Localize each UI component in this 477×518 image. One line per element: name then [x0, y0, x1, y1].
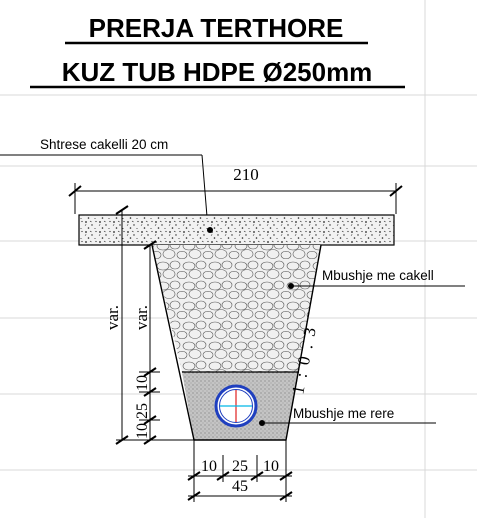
inner-var-label: var.	[132, 305, 151, 330]
gravel-fill-texture	[152, 245, 321, 372]
gravel-fill-leader-dot	[288, 283, 294, 289]
stack-dim-middle: 25	[134, 403, 151, 419]
stack-dim-top: 10	[134, 375, 151, 391]
bottom-dim-left: 10	[201, 458, 217, 475]
gravel-layer-texture	[79, 215, 394, 245]
bottom-dim-right: 10	[263, 458, 279, 475]
title-line-1: PRERJA TERTHORE	[89, 13, 344, 43]
sand-fill-leader-dot	[259, 420, 265, 426]
outer-var-dimension: var.	[103, 205, 196, 445]
top-width-label: 210	[233, 165, 259, 184]
gravel-fill-label: Mbushje me cakell	[322, 268, 434, 283]
outer-var-label: var.	[103, 305, 122, 330]
hdpe-pipe	[214, 384, 258, 428]
bottom-dim-middle: 25	[232, 458, 248, 475]
bottom-width-label: 45	[232, 478, 248, 495]
gravel-layer-label: Shtrese cakelli 20 cm	[40, 137, 168, 152]
title-line-2: KUZ TUB HDPE Ø250mm	[62, 57, 373, 87]
bottom-dimensions: 10 25 10 45	[187, 440, 293, 502]
sand-fill-label: Mbushje me rere	[293, 406, 394, 421]
trench-outline	[151, 244, 322, 441]
stack-dim-bottom: 10	[134, 423, 151, 439]
gravel-layer-leader-dot	[207, 227, 213, 233]
inner-var-dimension: var. 10 25 10	[132, 240, 160, 445]
top-width-dimension: 210	[68, 165, 403, 214]
